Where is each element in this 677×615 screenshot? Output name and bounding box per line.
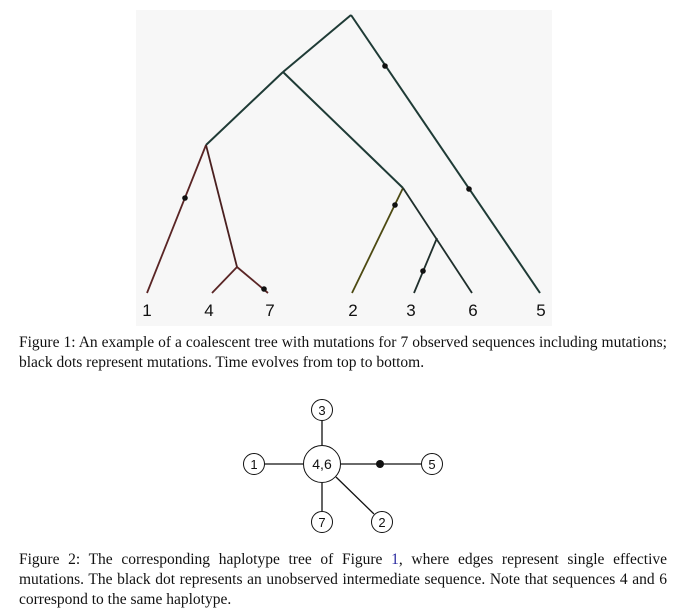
- mutation-dot: [382, 63, 388, 69]
- tree-edge: [282, 14, 352, 73]
- figure1-caption-text: An example of a coalescent tree with mut…: [19, 334, 667, 371]
- leaf-label: 6: [468, 301, 478, 320]
- mutation-dot: [182, 195, 188, 201]
- intermediate-sequence-dot: [376, 460, 384, 468]
- haplotype-node-7: 7: [311, 511, 333, 533]
- figure2-caption-pre: The corresponding haplotype tree of Figu…: [88, 551, 383, 568]
- tree-edge: [402, 187, 473, 294]
- figure1-caption-label: Figure 1:: [19, 334, 76, 351]
- mutation-dot: [261, 286, 267, 292]
- haplotype-node-4-6: 4,6: [303, 445, 341, 483]
- figure2-caption-label: Figure 2:: [19, 551, 81, 568]
- leaf-label: 3: [406, 301, 416, 320]
- figure2-caption-post: , where edges represent single effective…: [19, 551, 668, 608]
- tree-edge: [205, 144, 238, 268]
- mutation-dot: [392, 202, 398, 208]
- figure1-panel: [136, 10, 552, 326]
- tree-edge: [413, 237, 438, 294]
- leaf-label: 2: [348, 301, 358, 320]
- tree-edge: [350, 14, 541, 294]
- tree-edge: [146, 144, 207, 294]
- mutation-dot: [420, 268, 426, 274]
- tree-edge: [205, 71, 284, 146]
- leaf-label: 5: [536, 301, 546, 320]
- tree-edge: [211, 266, 238, 294]
- leaf-label: 1: [142, 301, 152, 320]
- haplotype-edge: [335, 476, 375, 515]
- mutation-dot: [466, 186, 472, 192]
- haplotype-node-5: 5: [421, 453, 443, 475]
- tree-edge: [282, 71, 404, 189]
- haplotype-node-1: 1: [243, 453, 265, 475]
- leaf-label: 4: [204, 301, 214, 320]
- leaf-label: 7: [265, 301, 275, 320]
- haplotype-node-2: 2: [371, 511, 393, 533]
- figure2-caption: Figure 2: The corresponding haplotype tr…: [19, 550, 667, 610]
- figure1-caption: Figure 1: An example of a coalescent tre…: [19, 333, 667, 373]
- figure-reference-link[interactable]: 1: [391, 551, 399, 568]
- haplotype-node-3: 3: [311, 399, 333, 421]
